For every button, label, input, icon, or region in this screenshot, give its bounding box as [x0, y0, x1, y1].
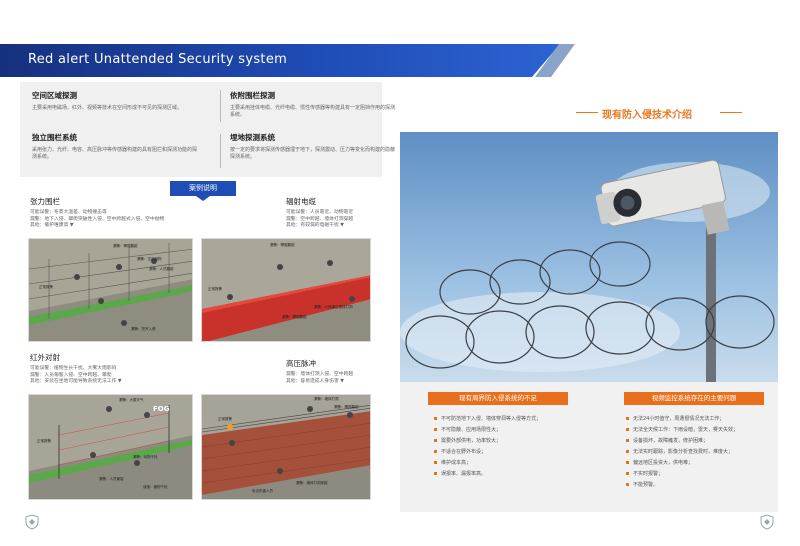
video-issues-heading: 视频监控系统存在的主要问题 — [624, 392, 764, 405]
scene-illustration — [202, 239, 370, 341]
title-rule-left — [576, 112, 598, 113]
list-item: 维护成本高； — [434, 458, 604, 469]
scene-label: 误报：植物干扰 — [143, 485, 168, 489]
case-line: 漏警：空中跨越、墙体打洞穿越 — [286, 216, 354, 222]
case-radiating-cable: 辐射电缆 可能误警：人员靠近、动物靠近 漏警：空中跨越、墙体打洞穿越 其他：有较… — [286, 196, 386, 230]
case-line: 漏警：人员匍匐入侵、空中跨越、攀爬 — [30, 372, 112, 378]
case-infrared-beam: 红外对射 可能误警：植物生长干扰、大雾大雨影响 漏警：人员匍匐入侵、空中跨越、攀… — [30, 352, 205, 386]
list-item: 偏远地区投资大，供电难； — [626, 458, 776, 469]
scene-tension-fence: 漏警：攀爬翻越 漏警：空中抛物 漏警：人员翻越 正常报警 漏警：挖开入侵 — [28, 238, 193, 342]
case-line: 其他：有较漏的电磁干扰 ▼ — [286, 223, 344, 228]
scene-label: 正常报警 — [39, 285, 53, 289]
scene-label: 漏警：攀爬翻越 — [113, 244, 138, 248]
list-item: 无法全天候工作：下雨设暗，雷天，雾天失效； — [626, 425, 776, 436]
list-item: 不实时报警； — [626, 469, 776, 480]
intro-item-buried: 埋地探测系统 按一定的要求将探测传感器埋于地下，探测震动、压力等变化而构建的隐蔽… — [230, 132, 395, 161]
case-title: 张力围栏 — [30, 197, 60, 206]
intro-desc: 主要采用挂体电缆、光纤电缆、惯性传感器等构建具有一定阻挡作用的探测系统。 — [230, 105, 396, 118]
intro-title: 空间区域探测 — [32, 91, 77, 100]
scene-label: 漏警：攀爬翻越 — [334, 405, 359, 409]
scene-label: 漏警：大雾天气 — [119, 398, 144, 402]
perimeter-shortcomings-heading: 现有周界防入侵系统的不足 — [428, 392, 568, 405]
intro-item-space: 空间区域探测 主要采用电磁场、红外、视频等技术在空间形成不可见的探测区域。 — [32, 90, 197, 112]
list-item: 不适合在野外布设； — [434, 447, 604, 458]
list-item: 不可防范地下入侵、墙体穿洞等入侵等方式； — [434, 414, 604, 425]
shield-icon — [25, 514, 39, 530]
list-item: 需要外部供电，功率较大； — [434, 436, 604, 447]
header-title: Red alert Unattended Security system — [28, 52, 288, 67]
scene-label: 漏警：人体通过墙体打洞 — [314, 305, 353, 309]
scene-label: 漏警：攀爬翻越 — [282, 315, 307, 319]
case-high-voltage-pulse: 高压脉冲 漏警：墙体打洞入侵、空中跨越 其他：容易造成人身伤害 ▼ — [286, 358, 386, 385]
intro-title: 依附围栏探测 — [230, 91, 275, 100]
scene-label: 漏警：人员翻越 — [149, 267, 174, 271]
scene-illustration — [202, 395, 370, 499]
scene-radiating-cable: 漏警：攀爬翻越 正常报警 漏警：人体通过墙体打洞 漏警：攀爬翻越 — [201, 238, 371, 342]
scene-label: 漏警：空中抛物 — [137, 257, 162, 261]
intro-desc: 采用张力、光纤、电容、高压脉冲等传感器构建的具有阻拦和探测功能的探测系统。 — [32, 147, 198, 160]
case-line: 漏警：地下入侵、攀爬突破性入侵、空中跨越式入侵、空中抛物 — [30, 216, 165, 222]
case-tension-fence: 张力围栏 可能误警：冬夏大温差、动物撞击等 漏警：地下入侵、攀爬突破性入侵、空中… — [30, 196, 205, 230]
case-line: 可能误警：植物生长干扰、大雾大雨影响 — [30, 366, 117, 371]
intro-title: 独立围栏系统 — [32, 133, 77, 142]
list-item: 不可隐蔽、应用场限性大； — [434, 425, 604, 436]
case-line: 其他：安装在坐地可能导致系统无法工作 ▼ — [30, 379, 122, 384]
list-item: 无法实时跟踪，影像分析查找费时，难度大； — [626, 447, 776, 458]
shield-icon — [760, 514, 774, 530]
perimeter-shortcomings-list: 不可防范地下入侵、墙体穿洞等入侵等方式； 不可隐蔽、应用场限性大； 需要外部供电… — [434, 414, 604, 480]
scene-label: 正常报警 — [37, 439, 51, 443]
scene-label: 漏警：墙体打洞穿越 — [296, 481, 328, 485]
case-title: 红外对射 — [30, 353, 60, 362]
intro-desc: 主要采用电磁场、红外、视频等技术在空间形成不可见的探测区域。 — [32, 105, 183, 111]
technology-intro-box: 空间区域探测 主要采用电磁场、红外、视频等技术在空间形成不可见的探测区域。 依附… — [20, 82, 395, 177]
right-page-title: 现有防入侵技术介绍 — [602, 110, 692, 121]
case-banner: 案例说明 — [170, 181, 236, 196]
divider — [220, 134, 221, 168]
scene-high-voltage: 漏警：墙体打洞 漏警：攀爬翻越 正常报警 电击伤害人员 漏警：墙体打洞穿越 — [201, 394, 371, 500]
case-title: 高压脉冲 — [286, 359, 316, 368]
scene-label: 漏警：墙体打洞 — [314, 397, 339, 401]
intro-desc: 按一定的要求将探测传感器埋于地下，探测震动、压力等变化而构建的隐蔽探测系统。 — [230, 147, 396, 160]
video-issues-list: 无法24小时值守，周遭很情况无法工作； 无法全天候工作：下雨设暗，雷天，雾天失效… — [626, 414, 776, 491]
title-rule-right — [720, 112, 742, 113]
scene-label: 漏警：人员匍匐 — [99, 477, 124, 481]
list-item: 误报率、漏报率高。 — [434, 469, 604, 480]
list-item: 不能预警。 — [626, 480, 776, 491]
scene-illustration — [29, 395, 192, 499]
case-banner-arrow — [196, 196, 210, 201]
scene-label: 漏警：攀爬翻越 — [270, 243, 295, 247]
divider — [220, 90, 221, 122]
case-line: 可能误警：人员靠近、动物靠近 — [286, 210, 354, 215]
list-item: 无法24小时值守，周遭很情况无法工作； — [626, 414, 776, 425]
header-band — [0, 44, 560, 77]
case-title: 辐射电缆 — [286, 197, 316, 206]
fog-label: FOG — [153, 405, 170, 413]
scene-illustration — [29, 239, 192, 341]
case-line: 漏警：墙体打洞入侵、空中跨越 — [286, 372, 354, 377]
case-line: 可能误警：冬夏大温差、动物撞击等 — [30, 210, 107, 215]
intro-title: 埋地探测系统 — [230, 133, 275, 142]
issues-panel: 现有周界防入侵系统的不足 不可防范地下入侵、墙体穿洞等入侵等方式； 不可隐蔽、应… — [400, 382, 778, 512]
scene-label: 漏警：挖开入侵 — [131, 327, 156, 331]
scene-label: 电击伤害人员 — [252, 489, 273, 493]
case-line: 其他：容易造成人身伤害 ▼ — [286, 378, 344, 384]
photo-illustration — [400, 132, 778, 382]
intro-item-fence-attached: 依附围栏探测 主要采用挂体电缆、光纤电缆、惯性传感器等构建具有一定阻挡作用的探测… — [230, 90, 395, 119]
intro-item-independent-fence: 独立围栏系统 采用张力、光纤、电容、高压脉冲等传感器构建的具有阻拦和探测功能的探… — [32, 132, 197, 161]
scene-label: 正常报警 — [208, 287, 222, 291]
scene-label: 漏警：动物干扰 — [133, 455, 158, 459]
case-line: 其他：撤护唯康高 ▼ — [30, 223, 74, 228]
camera-barbed-wire-photo — [400, 132, 778, 382]
scene-label: 正常报警 — [218, 417, 232, 421]
scene-infrared-beam: 漏警：大雾天气 FOG 正常报警 漏警：动物干扰 漏警：人员匍匐 误报：植物干扰 — [28, 394, 193, 500]
list-item: 设备损坏，故障瘫发，修护困难； — [626, 436, 776, 447]
